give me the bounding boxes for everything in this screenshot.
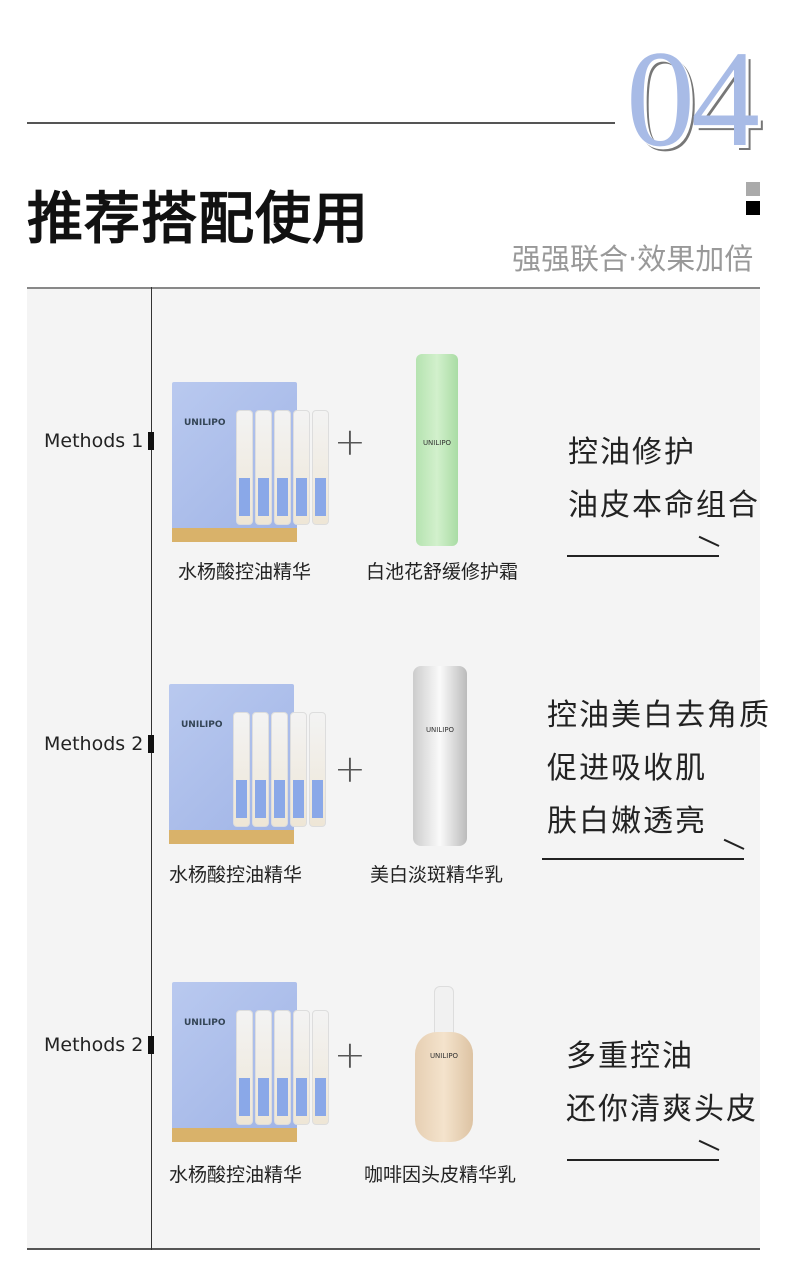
method-label: Methods 1	[44, 430, 144, 452]
method-description-line: 控油美白去角质	[547, 698, 771, 733]
scalp-serum-bottle-image: UNILIPO	[415, 1032, 473, 1142]
method-description-line: 控油修护	[568, 435, 696, 470]
page-title: 推荐搭配使用	[27, 187, 369, 252]
scalp-serum-nozzle	[434, 986, 454, 1034]
page-subtitle: 强强联合·效果加倍	[512, 242, 754, 276]
soothing-cream-bottle-image: UNILIPO	[416, 354, 458, 546]
arrow-icon	[567, 555, 719, 557]
method-marker	[148, 735, 154, 753]
section-number: 04	[626, 22, 760, 175]
method-description-line: 还你清爽头皮	[566, 1092, 758, 1127]
product-name: 水杨酸控油精华	[178, 561, 312, 583]
whitening-emulsion-bottle-image: UNILIPO	[413, 666, 467, 846]
plus-icon: +	[334, 747, 366, 791]
plus-icon: +	[334, 420, 366, 464]
method-marker	[148, 1036, 154, 1054]
arrow-icon	[542, 858, 744, 860]
panel-vertical-line	[151, 287, 152, 1250]
method-description-line: 促进吸收肌	[547, 751, 707, 786]
product-name: 水杨酸控油精华	[169, 1164, 303, 1186]
decor-square-gray	[746, 182, 760, 196]
product-name: 水杨酸控油精华	[169, 864, 303, 886]
header-divider	[27, 122, 615, 124]
method-label: Methods 2	[44, 1034, 144, 1056]
product-name: 咖啡因头皮精华乳	[364, 1164, 517, 1186]
method-label: Methods 2	[44, 733, 144, 755]
method-marker	[148, 432, 154, 450]
plus-icon: +	[334, 1033, 366, 1077]
method-description-line: 肤白嫩透亮	[547, 804, 707, 839]
arrow-icon	[567, 1159, 719, 1161]
product-name: 美白淡斑精华乳	[370, 864, 504, 886]
decor-square-black	[746, 201, 760, 215]
product-name: 白池花舒缓修护霜	[366, 561, 519, 583]
method-description-line: 油皮本命组合	[568, 488, 760, 523]
method-description-line: 多重控油	[566, 1039, 694, 1074]
